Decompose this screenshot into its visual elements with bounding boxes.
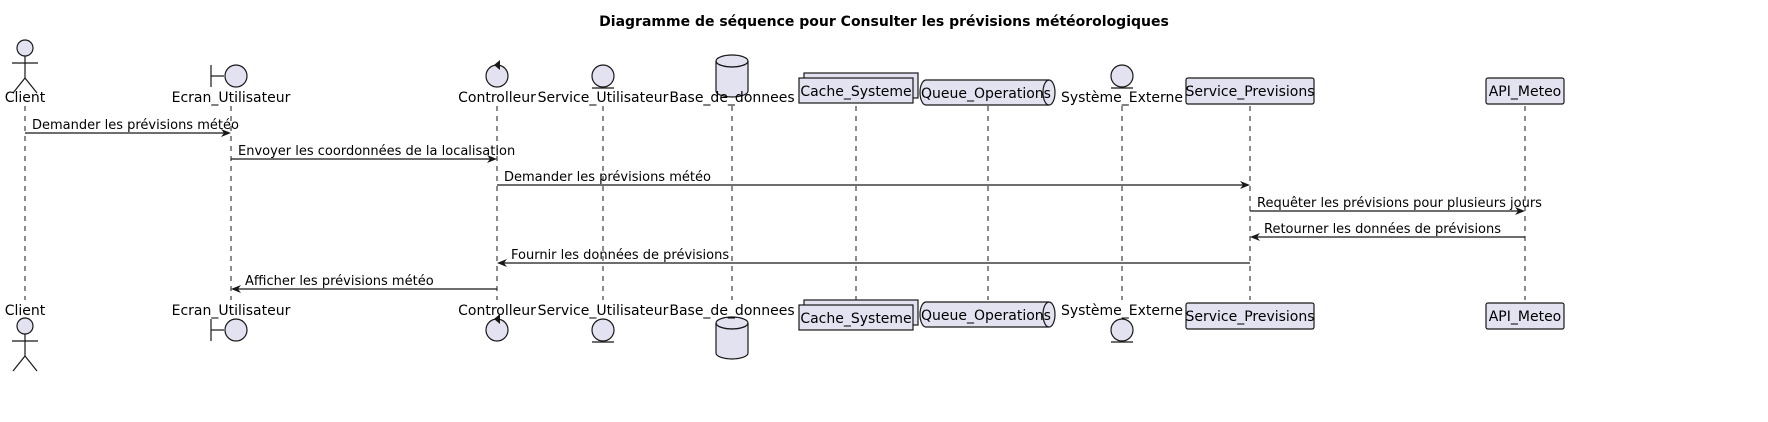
queue-box [919,301,1056,328]
entity-icon [591,64,615,89]
participant-base-bottom: Base_de_donnees [669,303,795,360]
message-label: Retourner les données de prévisions [1264,222,1501,237]
participant-label: Base_de_donnees [669,303,794,319]
participant-label: Service_Utilisateur [538,90,669,106]
message-arrowhead [1250,233,1260,241]
message-arrowhead [1515,207,1525,215]
participant-label: Cache_Systeme [800,311,911,327]
participant-api-top: API_Meteo [1485,77,1565,105]
participant-label: Queue_Operations [921,308,1051,324]
entity-icon [591,318,615,343]
actor-icon [12,39,38,94]
message-label: Envoyer les coordonnées de la localisati… [238,144,515,159]
message-label: Afficher les prévisions météo [245,274,434,289]
participant-api-bottom: API_Meteo [1485,302,1565,330]
message-arrowhead [221,129,231,137]
participant-label: API_Meteo [1489,84,1562,100]
participant-box [1185,77,1315,105]
participant-client-bottom: Client [5,303,46,372]
participant-label: Service_Utilisateur [538,303,669,319]
message-label: Requêter les prévisions pour plusieurs j… [1257,196,1542,211]
message-arrowhead [487,155,497,163]
participant-box [1185,302,1315,330]
database-icon [715,316,749,360]
message-3: Demander les prévisions météo [497,170,1250,189]
participant-queue-top: Queue_Operations [919,79,1056,106]
participant-label: Service_Previsions [1185,84,1314,100]
queue-box [919,79,1056,106]
participant-label: Ecran_Utilisateur [172,303,291,319]
participant-label: Queue_Operations [921,86,1051,102]
participant-ecran-top: Ecran_Utilisateur [172,64,291,106]
participant-service-utilisateur-bottom: Service_Utilisateur [538,303,669,343]
participant-queue-bottom: Queue_Operations [919,301,1056,328]
database-icon [715,54,749,98]
entity-icon [1110,318,1134,343]
participant-service-utilisateur-top: Service_Utilisateur [538,64,669,106]
participant-ecran-bottom: Ecran_Utilisateur [172,303,291,342]
message-6: Fournir les données de prévisions [497,248,1250,267]
message-4: Requêter les prévisions pour plusieurs j… [1250,196,1542,215]
participant-label: Ecran_Utilisateur [172,90,291,106]
message-arrowhead [1240,181,1250,189]
control-icon [485,314,509,342]
message-arrowhead [231,285,241,293]
participant-cache-bottom: Cache_Systeme [798,299,919,331]
actor-icon [12,317,38,372]
boundary-icon [210,318,248,342]
participant-controlleur-bottom: Controlleur [458,303,536,342]
message-arrowhead [497,259,507,267]
participant-externe-bottom: Système_Externe [1061,303,1183,343]
participant-box [1485,302,1565,330]
entity-icon [1110,64,1134,89]
participant-label: Base_de_donnees [669,90,794,106]
diagram-title: Diagramme de séquence pour Consulter les… [599,14,1169,30]
participant-label: Système_Externe [1061,303,1183,319]
message-2: Envoyer les coordonnées de la localisati… [231,144,515,163]
participant-label: Client [5,90,46,106]
participant-controlleur-top: Controlleur [458,60,536,106]
participant-label: Controlleur [458,90,536,106]
message-label: Demander les prévisions météo [504,170,711,185]
collections-box [798,299,919,331]
participant-base-top: Base_de_donnees [669,54,795,106]
participant-label: Controlleur [458,303,536,319]
participant-previsions-top: Service_Previsions [1185,77,1315,105]
participant-box [1485,77,1565,105]
message-label: Demander les prévisions météo [32,118,239,133]
participant-label: API_Meteo [1489,309,1562,325]
message-7: Afficher les prévisions météo [231,274,497,293]
participant-client-top: Client [5,39,46,106]
participant-externe-top: Système_Externe [1061,64,1183,106]
participant-label: Service_Previsions [1185,309,1314,325]
boundary-icon [210,64,248,88]
lifelines [24,106,1526,300]
control-icon [485,60,509,88]
collections-box [798,72,919,104]
participant-label: Cache_Systeme [800,84,911,100]
message-5: Retourner les données de prévisions [1250,222,1525,241]
message-label: Fournir les données de prévisions [511,248,729,263]
message-1: Demander les prévisions météo [25,118,239,137]
participant-label: Client [5,303,46,319]
participant-label: Système_Externe [1061,90,1183,106]
participant-previsions-bottom: Service_Previsions [1185,302,1315,330]
participant-cache-top: Cache_Systeme [798,72,919,104]
